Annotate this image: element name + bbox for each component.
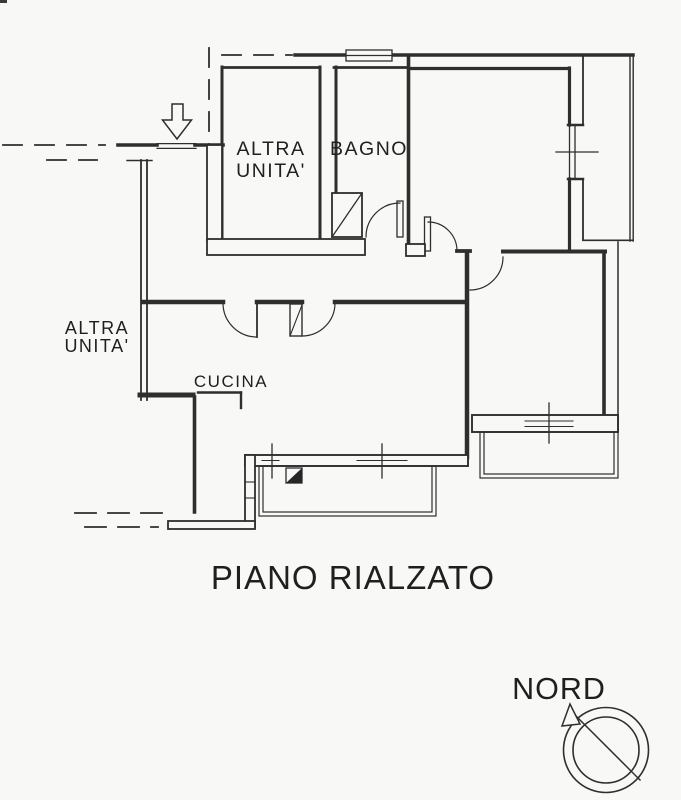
pillar-marker — [285, 467, 303, 484]
hall-north-wall — [206, 238, 366, 256]
window-living-left — [261, 443, 280, 479]
bottom-left-walls — [167, 454, 256, 530]
bedroom-top-right — [406, 55, 607, 254]
scan-artifact — [0, 0, 7, 3]
north-arrow-icon — [560, 702, 582, 727]
hall-north-wall-jog — [405, 243, 426, 257]
room-label-kitchen: CUCINA — [194, 372, 268, 391]
compass-label: NORD — [512, 672, 606, 706]
floor-title: PIANO RIALZATO — [211, 559, 495, 596]
room-label-other-unit-top-line1: ALTRA — [237, 138, 306, 160]
door-corridor-right — [289, 302, 336, 337]
door-bedroom-top — [423, 216, 458, 252]
entrance-arrow-icon — [160, 103, 194, 141]
door-room-bottom-right — [469, 256, 504, 291]
north-compass — [560, 702, 650, 794]
balcony-bottom-right — [479, 431, 619, 479]
window-living-right — [356, 443, 408, 479]
room-bottom-right-walls — [471, 241, 619, 433]
window-right — [555, 124, 599, 180]
entrance-walls — [116, 143, 225, 242]
duct-shaft — [331, 192, 363, 238]
door-corridor-left — [222, 302, 258, 338]
door-bathroom — [365, 200, 404, 238]
room-label-other-unit-top-line2: UNITA' — [236, 160, 306, 182]
room-label-bathroom: BAGNO — [330, 138, 408, 160]
boundary-dashed-lines — [2, 47, 293, 528]
kitchen-walls — [137, 391, 243, 514]
room-label-other-unit-left-line1: ALTRA — [65, 318, 129, 338]
window-top — [345, 49, 393, 62]
walls-layer — [2, 47, 650, 794]
left-outer-wall — [140, 159, 148, 401]
right-loggia — [566, 54, 634, 242]
bathroom-walls — [332, 65, 410, 195]
balcony-bottom-center — [258, 465, 437, 517]
window-bottom-right — [524, 402, 574, 444]
room-label-other-unit-left-line2: UNITA' — [64, 336, 129, 356]
